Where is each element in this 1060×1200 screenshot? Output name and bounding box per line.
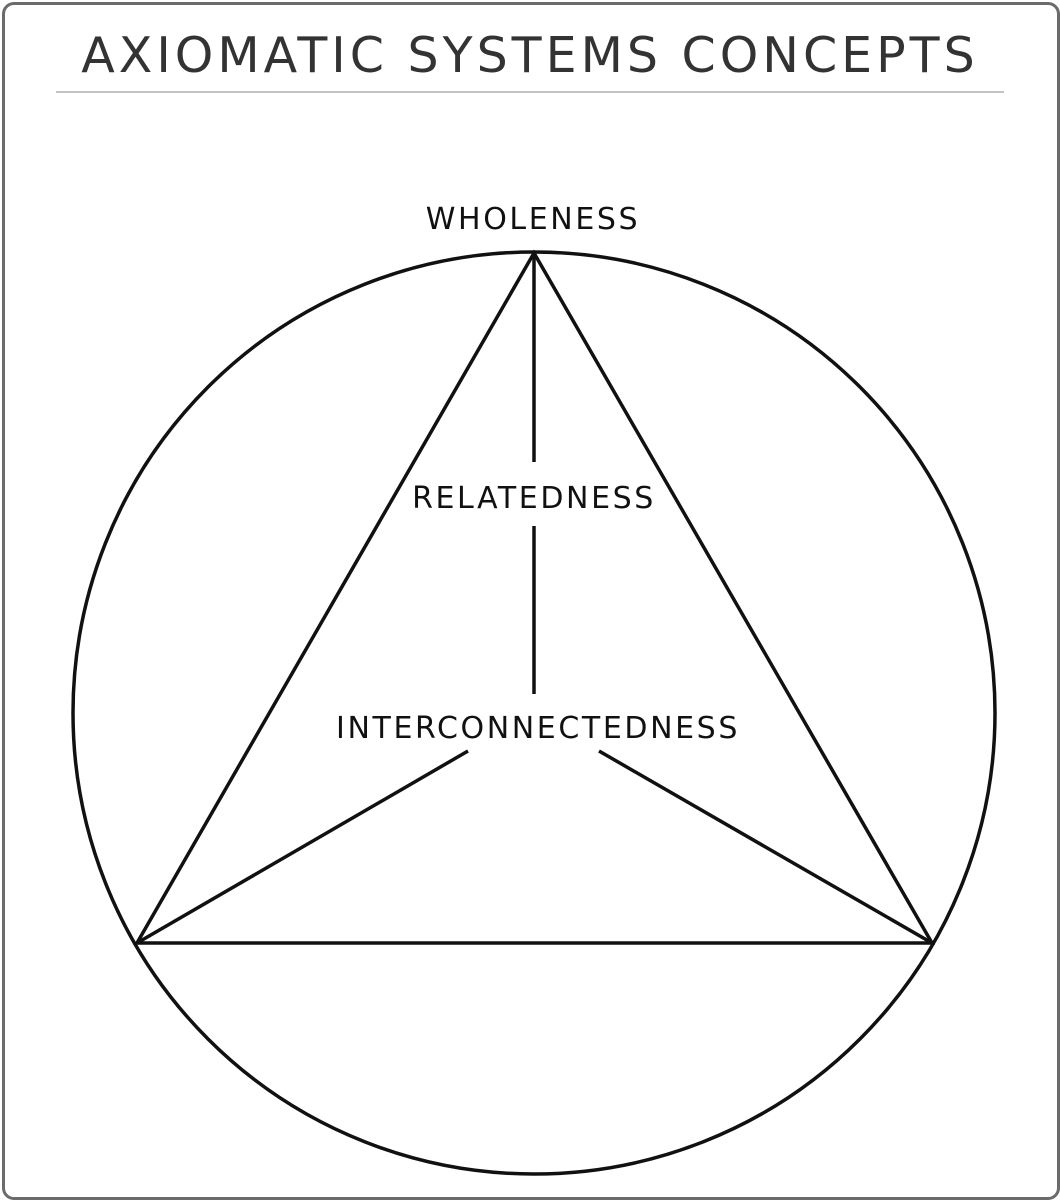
- title-divider: [56, 91, 1004, 93]
- interconnectedness-to-left-vertex-connector: [136, 749, 469, 945]
- interconnectedness-label: INTERCONNECTEDNESS: [336, 711, 740, 746]
- interconnectedness-to-right-vertex-connector: [598, 749, 933, 945]
- relatedness-label: RELATEDNESS: [412, 481, 656, 516]
- diagram-title: AXIOMATIC SYSTEMS CONCEPTS: [81, 27, 979, 84]
- outer-triangle: [133, 249, 936, 945]
- wholeness-label: WHOLENESS: [426, 202, 640, 237]
